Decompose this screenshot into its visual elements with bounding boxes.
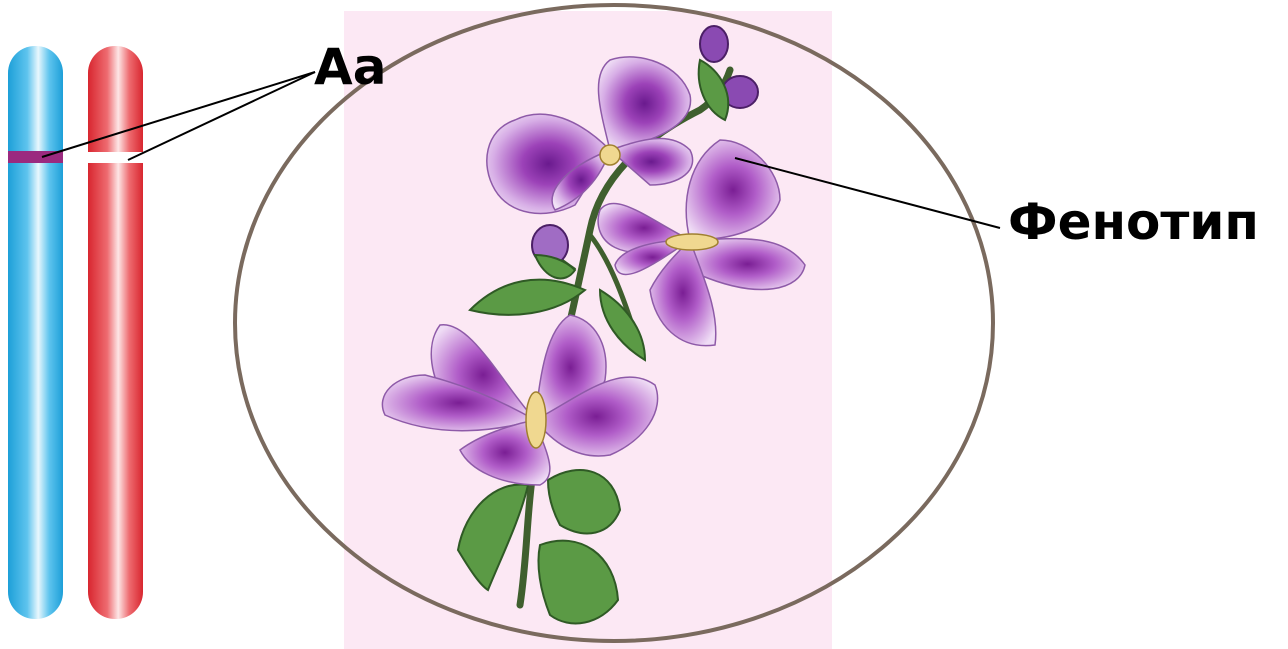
chromosome-icon (8, 46, 63, 619)
pointer-line-allele-a (42, 72, 315, 157)
pointer-line-allele-b (128, 72, 315, 160)
genotype-label: Aa (314, 42, 386, 92)
chromosome-paternal (88, 46, 143, 619)
chromosome-icon (88, 46, 143, 619)
phenotype-label: Фенотип (1008, 197, 1259, 247)
chromosome-maternal (8, 46, 63, 619)
